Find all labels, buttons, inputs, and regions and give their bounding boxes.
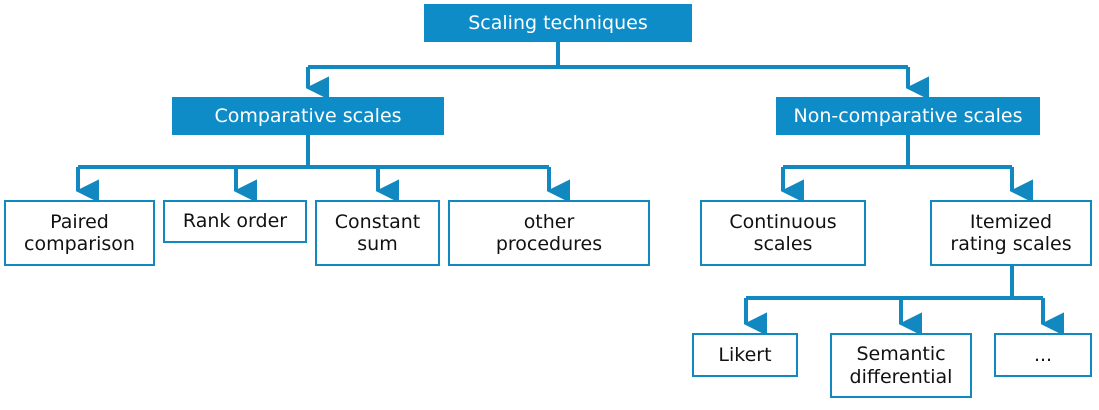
node-label-comparative-scales: Comparative scales bbox=[214, 104, 402, 127]
node-label-ellipsis: ... bbox=[1033, 343, 1053, 366]
node-semantic-differential[interactable]: Semantic differential bbox=[830, 333, 972, 398]
node-non-comparative-scales[interactable]: Non-comparative scales bbox=[776, 97, 1040, 135]
node-label-itemized-rating-scales: Itemized rating scales bbox=[950, 210, 1072, 255]
node-rank-order[interactable]: Rank order bbox=[163, 200, 307, 243]
node-continuous-scales[interactable]: Continuous scales bbox=[700, 200, 866, 266]
node-label-rank-order: Rank order bbox=[182, 210, 288, 233]
node-ellipsis[interactable]: ... bbox=[994, 333, 1092, 377]
node-paired-comparison[interactable]: Paired comparison bbox=[4, 200, 155, 266]
node-comparative-scales[interactable]: Comparative scales bbox=[172, 97, 444, 135]
node-label-scaling-techniques: Scaling techniques bbox=[468, 11, 648, 34]
node-likert[interactable]: Likert bbox=[692, 333, 798, 377]
node-label-constant-sum: Constant sum bbox=[334, 210, 421, 255]
node-constant-sum[interactable]: Constant sum bbox=[315, 200, 440, 266]
node-itemized-rating-scales[interactable]: Itemized rating scales bbox=[930, 200, 1092, 266]
node-label-paired-comparison: Paired comparison bbox=[24, 210, 135, 255]
node-label-semantic-differential: Semantic differential bbox=[849, 343, 953, 388]
node-label-non-comparative-scales: Non-comparative scales bbox=[793, 104, 1023, 127]
node-label-likert: Likert bbox=[718, 343, 772, 366]
node-label-other-procedures: other procedures bbox=[495, 210, 603, 255]
node-other-procedures[interactable]: other procedures bbox=[448, 200, 650, 266]
node-scaling-techniques[interactable]: Scaling techniques bbox=[424, 4, 692, 42]
node-label-continuous-scales: Continuous scales bbox=[729, 210, 837, 255]
